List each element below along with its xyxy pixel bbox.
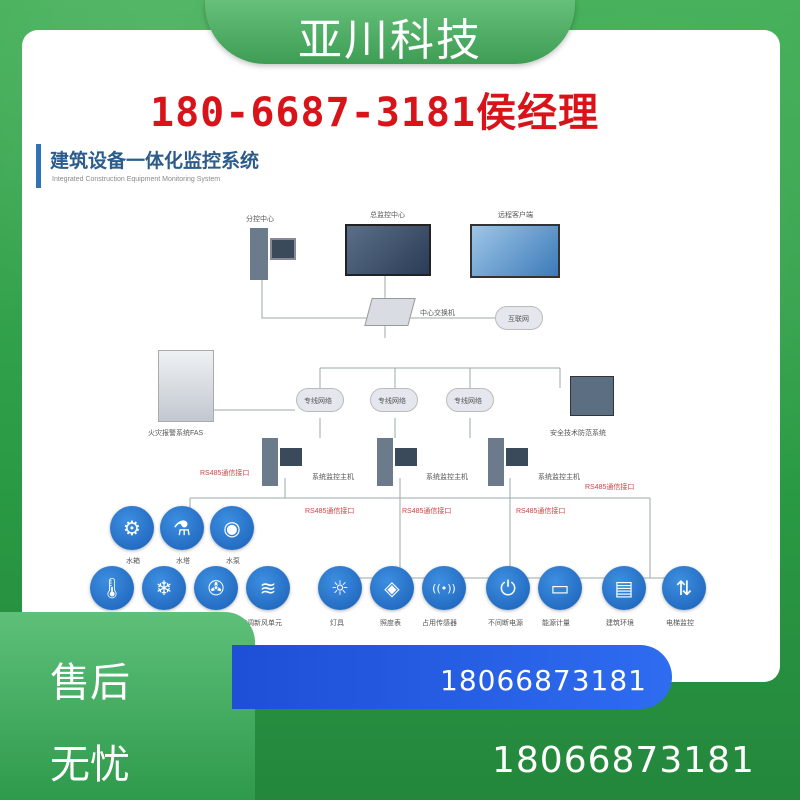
snow-icon: ❄ [142,566,186,610]
after-sales-panel [0,612,255,800]
brand-title: 亚川科技 [298,15,482,66]
core-switch-label: 中心交换机 [420,310,455,317]
phone-pill[interactable] [232,645,672,709]
icon-label: 能源计量 [542,620,570,627]
net-label-1: 专线网络 [304,398,332,405]
cloud-right [495,306,543,330]
net-label-3: 专线网络 [454,398,482,405]
net-cloud-1 [296,388,344,412]
after-sales-line1: 售后 [50,660,130,706]
brand-banner [205,0,575,64]
monitor-icon: ▤ [602,566,646,610]
pump-icon: ◉ [210,506,254,550]
icon-label: 灯具 [330,620,344,627]
icons-top-row: ⚙ ⚗ ◉ 水箱 水塔 水泵 [110,506,310,566]
rs485-label-b: RS485通信接口 [585,484,635,491]
security-workstation [570,376,614,416]
sub-center-pc [250,228,296,280]
icon-label: 照度表 [380,620,401,627]
host-label-2: 系统监控主机 [426,474,468,481]
rs485-label-e: RS485通信接口 [516,508,566,515]
fas-cabinet [158,350,214,422]
rs485-label-d: RS485通信接口 [402,508,452,515]
diagram-title: 建筑设备一体化监控系统 [50,150,260,172]
net-cloud-2 [370,388,418,412]
fas-label: 火灾报警系统FAS [148,430,204,437]
icon-label: 电梯监控 [666,620,694,627]
contact-phone: 180-6687-3181侯经理 [150,90,600,136]
phone-pill-number[interactable]: 18066873181 [440,664,647,697]
main-center-wall [345,224,431,276]
host-pc-2 [377,438,417,486]
signal-icon: ((•)) [422,566,466,610]
elevator-icon: ⇅ [662,566,706,610]
remote-client-label: 远程客户端 [498,212,533,219]
host-label-1: 系统监控主机 [312,474,354,481]
diagram-card: 180-6687-3181侯经理 建筑设备一体化监控系统 Integrated … [22,30,780,682]
bulb-icon: ☼ [318,566,362,610]
sub-center-label: 分控中心 [246,216,274,223]
power-icon: ⏻ [486,566,530,610]
main-center-label: 总监控中心 [370,212,405,219]
water-tank-icon: ⚙ [110,506,154,550]
remote-client-screen [470,224,560,278]
thermo-icon: 🌡 [90,566,134,610]
icons-bottom-row: 🌡 ❄ ✇ ≋ ☼ ◈ ((•)) ⏻ ▭ ▤ ⇅ 空调新风单元 灯具 照度表 … [90,566,770,646]
core-switch [364,298,416,326]
icon-label: 建筑环境 [606,620,634,627]
net-label-2: 专线网络 [378,398,406,405]
host-pc-1 [262,438,302,486]
fan-icon: ✇ [194,566,238,610]
diagram-subtitle: Integrated Construction Equipment Monito… [52,176,221,183]
tower-icon: ⚗ [160,506,204,550]
wind-icon: ≋ [246,566,290,610]
meter-icon: ▭ [538,566,582,610]
rs485-label-a: RS485通信接口 [200,470,250,477]
host-label-3: 系统监控主机 [538,474,580,481]
icon-label: 空调新风单元 [240,620,282,627]
after-sales-line2: 无忧 [50,742,130,788]
sensor-icon: ◈ [370,566,414,610]
icon-label: 水泵 [226,558,240,565]
security-label: 安全技术防范系统 [550,430,606,437]
net-cloud-3 [446,388,494,412]
bottom-phone-number[interactable]: 18066873181 [492,740,755,781]
title-accent-bar [36,144,41,188]
icon-label: 水塔 [176,558,190,565]
icon-label: 水箱 [126,558,140,565]
icon-label: 不间断电源 [488,620,523,627]
cloud-right-label: 互联网 [508,316,529,323]
host-pc-3 [488,438,528,486]
rs485-label-c: RS485通信接口 [305,508,355,515]
system-diagram: 建筑设备一体化监控系统 Integrated Construction Equi… [30,138,750,658]
icon-label: 占用传感器 [422,620,457,627]
